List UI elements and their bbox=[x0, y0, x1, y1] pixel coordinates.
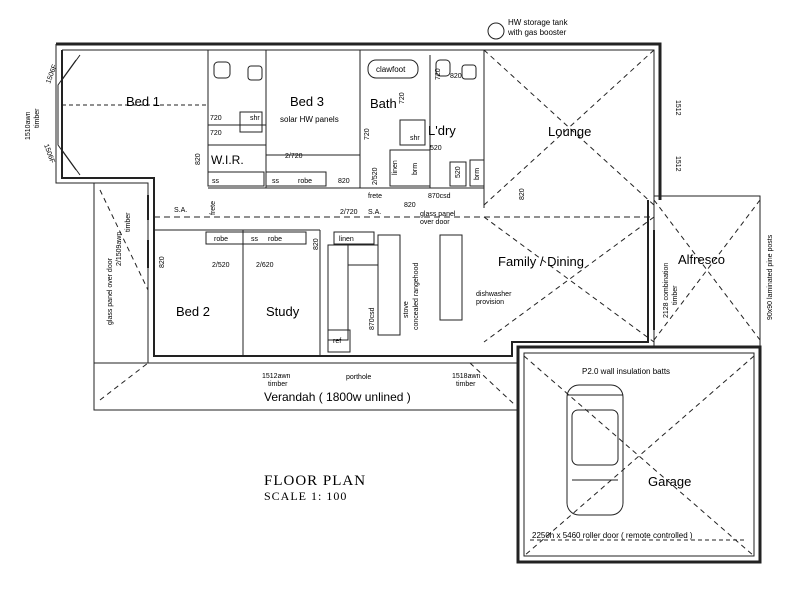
door-820-e: 820 bbox=[159, 256, 166, 268]
shelf-label-3: ss bbox=[251, 236, 259, 243]
room-lounge: Lounge bbox=[548, 124, 591, 139]
kitchen-island bbox=[439, 234, 463, 321]
smoke-alarm-2: S.A. bbox=[368, 209, 381, 216]
frete-label-2: frete bbox=[368, 193, 382, 200]
awning-left-label: 2/1509awn bbox=[116, 232, 123, 266]
plan-title: FLOOR PLAN bbox=[264, 473, 366, 489]
door-2x620: 2/620 bbox=[256, 262, 274, 269]
posts-label: 90x90 laminated pine posts bbox=[767, 234, 774, 320]
window-1506-bottom: 1506F bbox=[42, 143, 55, 164]
hw-tank bbox=[487, 22, 505, 40]
linen-label-2: linen bbox=[339, 236, 354, 243]
porthole-label: porthole bbox=[346, 374, 371, 381]
timber-left-label: timber bbox=[125, 212, 132, 232]
door-720-a: 720 bbox=[210, 115, 222, 122]
room-bed3: Bed 3 bbox=[290, 94, 324, 109]
room-family-dining: Family / Dining bbox=[498, 254, 584, 269]
robe-label-3: robe bbox=[268, 236, 282, 243]
outer-wall-left bbox=[55, 44, 655, 364]
room-bath: Bath bbox=[370, 96, 397, 111]
cavity-door-1: 870csd bbox=[428, 193, 451, 200]
bay-window bbox=[61, 54, 81, 176]
combination-label-1: 2128 combination bbox=[663, 263, 670, 318]
awning-bottom-left: 1512awn bbox=[262, 373, 291, 380]
room-study: Study bbox=[266, 304, 300, 319]
door-720-c: 720 bbox=[364, 128, 371, 140]
door-820-f: 820 bbox=[519, 188, 526, 200]
door-2x520-a: 2/520 bbox=[372, 167, 379, 185]
glass-door-label-1: glass panel bbox=[420, 211, 456, 218]
door-820-g: 820 bbox=[450, 73, 462, 80]
room-bed1: Bed 1 bbox=[126, 94, 160, 109]
fridge-label: ref bbox=[333, 338, 341, 345]
clawfoot-label: clawfoot bbox=[376, 65, 406, 74]
room-alfresco: Alfresco bbox=[678, 252, 725, 267]
plan-scale: SCALE 1: 100 bbox=[264, 489, 347, 503]
glass-door-label-2: over door bbox=[420, 219, 450, 226]
timber-bottom-left: timber bbox=[268, 381, 288, 388]
room-garage: Garage bbox=[648, 474, 691, 489]
door-820-a: 820 bbox=[195, 153, 202, 165]
timber-bottom-right: timber bbox=[456, 381, 476, 388]
glass-panel-label: glass panel over door bbox=[107, 257, 114, 325]
shower-label-1: shr bbox=[250, 115, 260, 122]
room-bed2: Bed 2 bbox=[176, 304, 210, 319]
room-wir: W.I.R. bbox=[211, 153, 244, 167]
awning-bottom-right: 1518awn bbox=[452, 373, 481, 380]
roller-door-label: 2250h x 5460 roller door ( remote contro… bbox=[532, 531, 693, 540]
door-2x720-b: 2/720 bbox=[340, 209, 358, 216]
awning-bed1-label: 1510awn bbox=[25, 111, 32, 140]
door-720-d: 720 bbox=[435, 68, 442, 80]
outer-wall-left-inner bbox=[61, 50, 649, 357]
dishwasher-label-1: dishwasher bbox=[476, 291, 512, 298]
rangehood-label: concealed rangehood bbox=[413, 263, 420, 330]
door-520: 520 bbox=[430, 145, 442, 152]
shelf-label-2: ss bbox=[272, 178, 280, 185]
door-720-b: 720 bbox=[210, 130, 222, 137]
car-outline bbox=[566, 384, 624, 516]
room-verandah: Verandah ( 1800w unlined ) bbox=[264, 390, 411, 404]
shelf-label-1: ss bbox=[212, 178, 220, 185]
alfresco-outline bbox=[654, 195, 761, 347]
awning-right-1: 1512 bbox=[674, 100, 681, 116]
clawfoot-bath bbox=[367, 59, 419, 79]
door-820-d: 820 bbox=[313, 238, 320, 250]
cavity-door-2: 870csd bbox=[369, 307, 376, 330]
shower-label-2: shr bbox=[410, 135, 420, 142]
door-720-e: 720 bbox=[399, 92, 406, 104]
hw-tank-label-2: with gas booster bbox=[507, 28, 567, 37]
garage-walls bbox=[516, 345, 762, 564]
solar-label: solar HW panels bbox=[280, 115, 339, 124]
robe-label-2: robe bbox=[214, 236, 228, 243]
stove-label: stove bbox=[403, 301, 410, 318]
broom-label-1: brm bbox=[412, 163, 419, 175]
door-2x520-b: 2/520 bbox=[212, 262, 230, 269]
awning-right-2: 1512 bbox=[674, 156, 681, 172]
frete-label-1: frete bbox=[210, 201, 217, 215]
door-520-b: 520 bbox=[455, 166, 462, 178]
outer-wall bbox=[56, 42, 662, 200]
door-820-c: 820 bbox=[404, 202, 416, 209]
verandah-outline bbox=[93, 183, 518, 411]
room-laundry: L'dry bbox=[428, 123, 456, 138]
door-2x720-a: 2/720 bbox=[285, 153, 303, 160]
insulation-label: P2.0 wall insulation batts bbox=[582, 367, 670, 376]
window-1506-top: 1506F bbox=[45, 64, 58, 85]
hw-tank-label-1: HW storage tank bbox=[508, 18, 569, 27]
door-820-b: 820 bbox=[338, 178, 350, 185]
broom-label-2: brm bbox=[474, 168, 481, 180]
outer-wall-inner bbox=[62, 49, 655, 196]
timber-bed1-label: timber bbox=[34, 108, 41, 128]
robe-label-1: robe bbox=[298, 178, 312, 185]
dishwasher-label-2: provision bbox=[476, 299, 504, 306]
combination-label-2: timber bbox=[672, 285, 679, 305]
smoke-alarm-1: S.A. bbox=[174, 207, 187, 214]
linen-label-1: linen bbox=[392, 160, 399, 175]
